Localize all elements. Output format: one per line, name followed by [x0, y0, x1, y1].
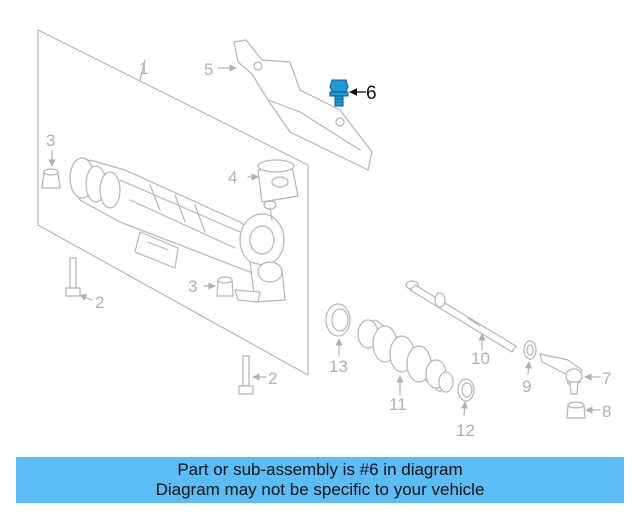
mount-part-4 [257, 159, 299, 203]
bolt-part-6-highlighted [329, 79, 349, 107]
callout-1: 1 [139, 59, 148, 78]
grommet-part-3-lower [216, 276, 234, 297]
callout-10: 10 [471, 349, 490, 368]
nut-part-8 [566, 401, 586, 419]
bolt-part-2-left [65, 257, 81, 297]
bolt-part-2-lower [238, 355, 254, 395]
parts-diagram: 1 3 4 5 6 2 3 2 10 9 7 8 13 11 12 [37, 29, 611, 440]
info-banner: Part or sub-assembly is #6 in diagram Di… [16, 457, 624, 503]
boot-part-11 [357, 319, 454, 393]
tie-rod-end-part-7 [539, 353, 583, 395]
callout-2-lower: 2 [268, 369, 277, 388]
callout-7: 7 [602, 369, 611, 388]
callout-13: 13 [329, 357, 348, 376]
callout-5: 5 [204, 60, 213, 79]
banner-line-2: Diagram may not be specific to your vehi… [155, 480, 485, 499]
bracket-part-5 [233, 39, 373, 171]
banner-line-1: Part or sub-assembly is #6 in diagram [177, 460, 463, 479]
callout-2-left: 2 [95, 293, 104, 312]
nut-part-9 [523, 340, 537, 360]
grommet-part-3-left [41, 168, 61, 189]
steering-gear-housing [69, 157, 286, 303]
callout-4: 4 [228, 168, 237, 187]
leader-lines [48, 59, 601, 417]
callout-8: 8 [602, 402, 611, 421]
clamp-part-12 [457, 378, 475, 402]
callout-3-lower: 3 [188, 277, 197, 296]
clamp-part-13 [325, 303, 351, 337]
callout-3-left: 3 [46, 131, 55, 150]
callout-6: 6 [366, 83, 377, 104]
tie-rod-part-10 [405, 280, 517, 353]
callout-9: 9 [522, 377, 531, 396]
callout-12: 12 [456, 421, 475, 440]
callout-11: 11 [389, 395, 407, 414]
